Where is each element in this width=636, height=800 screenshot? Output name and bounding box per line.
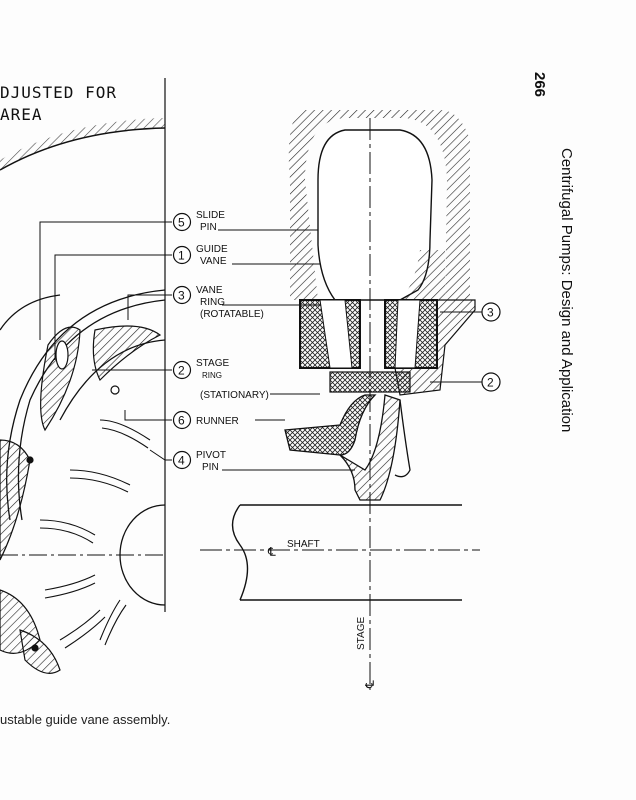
running-title: Centrifugal Pumps: Design and Applicatio… bbox=[558, 148, 575, 433]
shaft-label: SHAFT bbox=[287, 539, 320, 550]
svg-text:RING: RING bbox=[200, 297, 225, 308]
svg-text:PIN: PIN bbox=[202, 462, 219, 473]
left-guide-vanes bbox=[0, 325, 162, 674]
svg-text:VANE: VANE bbox=[200, 256, 227, 267]
callout-4: 4 PIVOT PIN bbox=[172, 450, 355, 473]
svg-text:4: 4 bbox=[178, 454, 185, 468]
svg-text:1: 1 bbox=[178, 249, 185, 263]
svg-text:2: 2 bbox=[487, 376, 494, 390]
callout-3: 3 VANE RING (ROTATABLE) bbox=[172, 285, 320, 320]
figure-caption: ustable guide vane assembly. bbox=[0, 712, 171, 727]
svg-text:STAGE: STAGE bbox=[196, 358, 229, 369]
top-note-line2: AREA bbox=[0, 105, 43, 124]
left-runner-blades bbox=[39, 419, 151, 649]
svg-text:2: 2 bbox=[178, 364, 185, 378]
svg-text:PIVOT: PIVOT bbox=[196, 450, 226, 461]
svg-text:3: 3 bbox=[178, 289, 185, 303]
shaft-centerline-symbol: ℄ bbox=[267, 545, 276, 559]
page-number: 266 bbox=[531, 72, 548, 98]
vane-ring-blocks bbox=[299, 299, 438, 369]
stage-label: STAGE bbox=[356, 617, 367, 650]
right-callout-3: 3 bbox=[440, 302, 501, 322]
svg-text:(STATIONARY): (STATIONARY) bbox=[200, 390, 269, 401]
diffuser-channel bbox=[288, 110, 470, 301]
callout-2: 2 STAGE RING (STATIONARY) bbox=[172, 358, 320, 401]
runner-section bbox=[284, 394, 411, 501]
svg-text:RING: RING bbox=[202, 371, 222, 380]
svg-text:PIN: PIN bbox=[200, 222, 217, 233]
svg-text:VANE: VANE bbox=[196, 285, 223, 296]
stage-label-group: STAGE bbox=[356, 617, 367, 650]
stage-centerline-symbol-group: ℄ bbox=[363, 680, 377, 689]
top-note-line1: DJUSTED FOR bbox=[0, 83, 117, 102]
svg-text:5: 5 bbox=[178, 216, 185, 230]
svg-text:(ROTATABLE): (ROTATABLE) bbox=[200, 309, 264, 320]
svg-text:3: 3 bbox=[487, 306, 494, 320]
shaft bbox=[200, 504, 480, 601]
callout-5: 5 SLIDE PIN bbox=[172, 210, 355, 233]
leader-lines bbox=[39, 221, 172, 461]
svg-text:6: 6 bbox=[178, 414, 185, 428]
left-casing-arc bbox=[0, 118, 166, 171]
svg-text:GUIDE: GUIDE bbox=[196, 244, 228, 255]
svg-text:SLIDE: SLIDE bbox=[196, 210, 225, 221]
right-callout-2: 2 bbox=[430, 372, 501, 392]
callout-6: 6 RUNNER bbox=[172, 410, 285, 430]
stage-centerline-symbol: ℄ bbox=[363, 680, 377, 689]
svg-text:RUNNER: RUNNER bbox=[196, 416, 239, 427]
